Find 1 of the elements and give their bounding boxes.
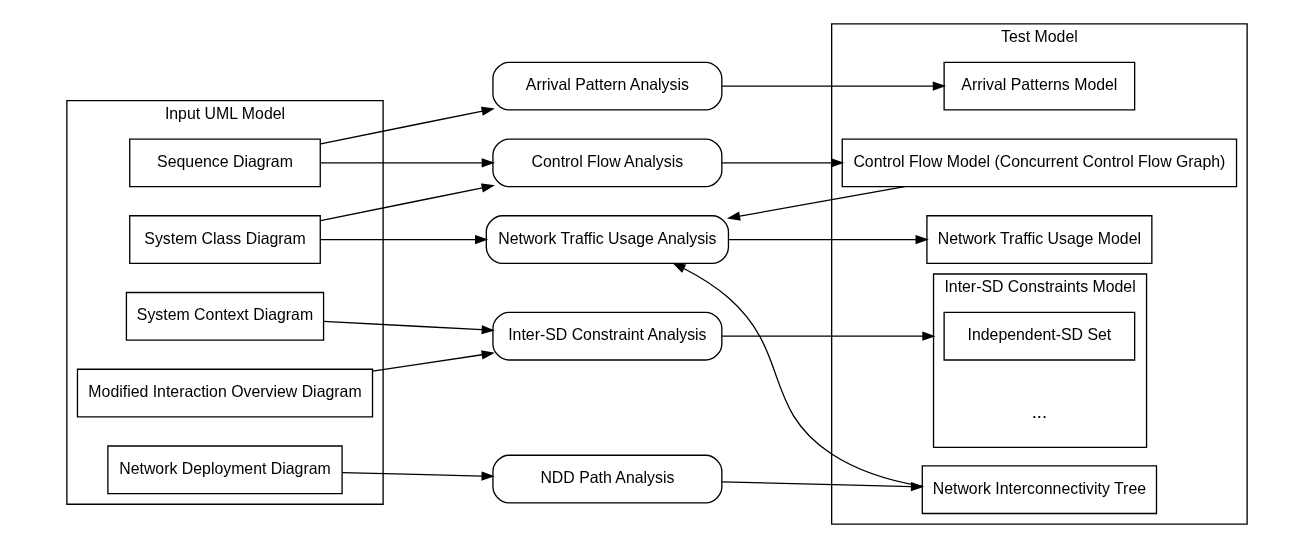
label: ... [1031, 400, 1048, 422]
